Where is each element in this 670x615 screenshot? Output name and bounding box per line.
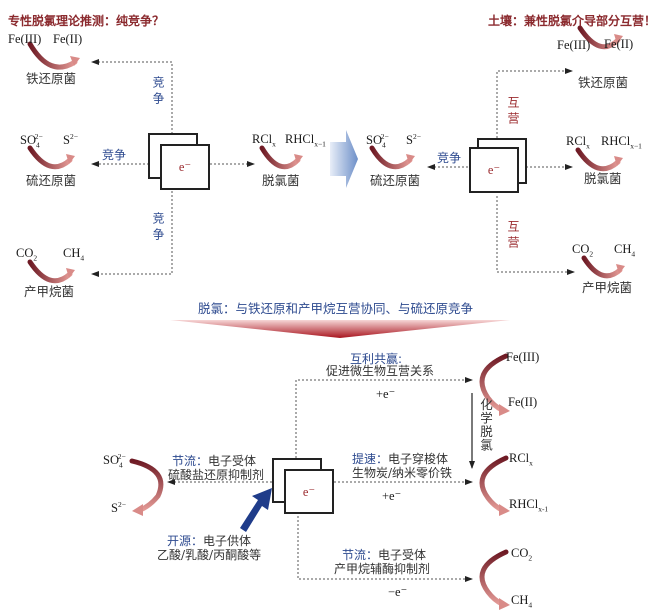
- speed-up-flow: +e⁻: [382, 489, 402, 503]
- sulfate-to-bottom: S2−: [111, 500, 126, 516]
- iron-to-bottom: Fe(II): [508, 395, 538, 409]
- dechlor-to-tr: RHClx−1: [601, 134, 642, 151]
- electron-label-tr: e⁻: [487, 163, 501, 177]
- speed-up-heading: 提速：电子穿梭体: [352, 452, 449, 466]
- dechlor-to-tl: RHClx−1: [285, 132, 326, 149]
- organism-methane-tl: 产甲烷菌: [24, 284, 75, 299]
- throttle-sulfate-heading: 节流：电子受体: [172, 454, 257, 468]
- links-tl: [91, 59, 255, 277]
- arc-methane-bottom: [479, 549, 510, 610]
- methane-from-tr: CO2: [572, 242, 594, 259]
- source-heading: 开源：电子供体: [167, 534, 252, 548]
- arc-methane-tr: [581, 255, 625, 279]
- sulfate-to-tl: S2−: [63, 132, 78, 148]
- throttle-methane-heading: 节流：电子受体: [342, 548, 427, 562]
- methane-to-tr: CH4: [614, 242, 636, 259]
- arc-methane-tl: [27, 259, 75, 284]
- links-bottom: [167, 377, 473, 582]
- speed-up-desc: 生物炭/纳米零价铁: [352, 466, 453, 480]
- electron-box-front-bottom: e⁻: [284, 469, 334, 514]
- sulfate-from-tl: SO42−: [20, 132, 43, 150]
- electron-label-bottom: e⁻: [302, 484, 316, 499]
- arc-sulfate-tr: [369, 145, 415, 170]
- electron-box-front-tl: e⁻: [160, 144, 210, 190]
- throttle-sulfate-desc: 硫酸盐还原抑制剂: [168, 468, 265, 482]
- dechlor-from-tl: RClx: [252, 132, 276, 149]
- iron-from-bottom: Fe(III): [506, 350, 540, 364]
- arc-iron-tr: [577, 25, 623, 50]
- win-win-flow: +e⁻: [376, 387, 396, 401]
- arc-sulfate-tl: [27, 145, 75, 170]
- throttle-methane-flow: −e⁻: [388, 585, 408, 599]
- methane-to-bottom: CH4: [511, 593, 533, 610]
- electron-box-front-tr: e⁻: [469, 147, 519, 193]
- organism-sulfate-tr: 硫还原菌: [370, 173, 421, 188]
- arc-dechlor-tr: [575, 147, 623, 172]
- arc-dechlor-bottom: [479, 455, 510, 516]
- arc-iron-bottom: [479, 353, 510, 416]
- dechlor-to-bottom: RHClx-1: [509, 497, 549, 514]
- dechlor-from-tr: RClx: [566, 134, 590, 151]
- source-desc: 乙酸/乳酸/丙酮酸等: [157, 548, 262, 562]
- win-win-desc: 促进微生物互营关系: [326, 364, 435, 378]
- organism-iron-tr: 铁还原菌: [578, 75, 629, 90]
- win-win-heading: 互利共赢:: [350, 352, 403, 366]
- summary-wedge: [170, 320, 510, 338]
- transition-arrow: [330, 130, 358, 188]
- edge-label-top-tr: 互营: [506, 96, 520, 128]
- arc-dechlor-tl: [259, 145, 303, 170]
- edge-label-top-tl: 竞争: [151, 76, 165, 108]
- organism-dechlor-tl: 脱氯菌: [262, 173, 300, 188]
- summary-text: 脱氯：与铁还原和产甲烷互营协同、与硫还原竞争: [198, 301, 474, 316]
- methane-from-bottom: CO2: [511, 546, 533, 563]
- organism-sulfate-tl: 硫还原菌: [26, 173, 77, 188]
- methane-to-tl: CH4: [63, 246, 85, 263]
- electron-donor-arrow: [240, 488, 272, 532]
- throttle-methane-desc: 产甲烷辅酶抑制剂: [334, 562, 431, 576]
- arc-iron-tl: [27, 41, 80, 70]
- sulfate-from-bottom: SO42−: [103, 452, 126, 470]
- iron-to-tr: Fe(II): [604, 37, 634, 51]
- dechlor-from-bottom: RClx: [509, 451, 533, 468]
- panel-title-left: 专性脱氯理论推测：纯竞争？: [8, 14, 165, 28]
- organism-methane-tr: 产甲烷菌: [582, 280, 633, 295]
- electron-label-tl: e⁻: [178, 160, 192, 174]
- edge-label-bottom-tr: 互营: [506, 220, 520, 252]
- edge-label-left-tr: 竞争: [437, 151, 462, 165]
- edge-label-left-tl: 竞争: [102, 148, 127, 162]
- iron-to-tl: Fe(II): [53, 32, 83, 46]
- methane-from-tl: CO2: [16, 246, 38, 263]
- sulfate-to-tr: S2−: [406, 132, 421, 148]
- links-tr: [427, 68, 575, 275]
- chem-dechlor-label: 化学脱氯: [478, 398, 493, 452]
- organism-dechlor-tr: 脱氯菌: [584, 171, 622, 186]
- arc-sulfate-bottom: [129, 458, 164, 516]
- organism-iron-tl: 铁还原菌: [26, 71, 77, 86]
- panel-title-right: 土壤：兼性脱氯介导部分互营！: [488, 14, 657, 28]
- iron-from-tl: Fe(III): [8, 32, 42, 46]
- iron-from-tr: Fe(III): [557, 38, 591, 52]
- sulfate-from-tr: SO42−: [366, 132, 389, 150]
- edge-label-bottom-tl: 竞争: [151, 212, 165, 244]
